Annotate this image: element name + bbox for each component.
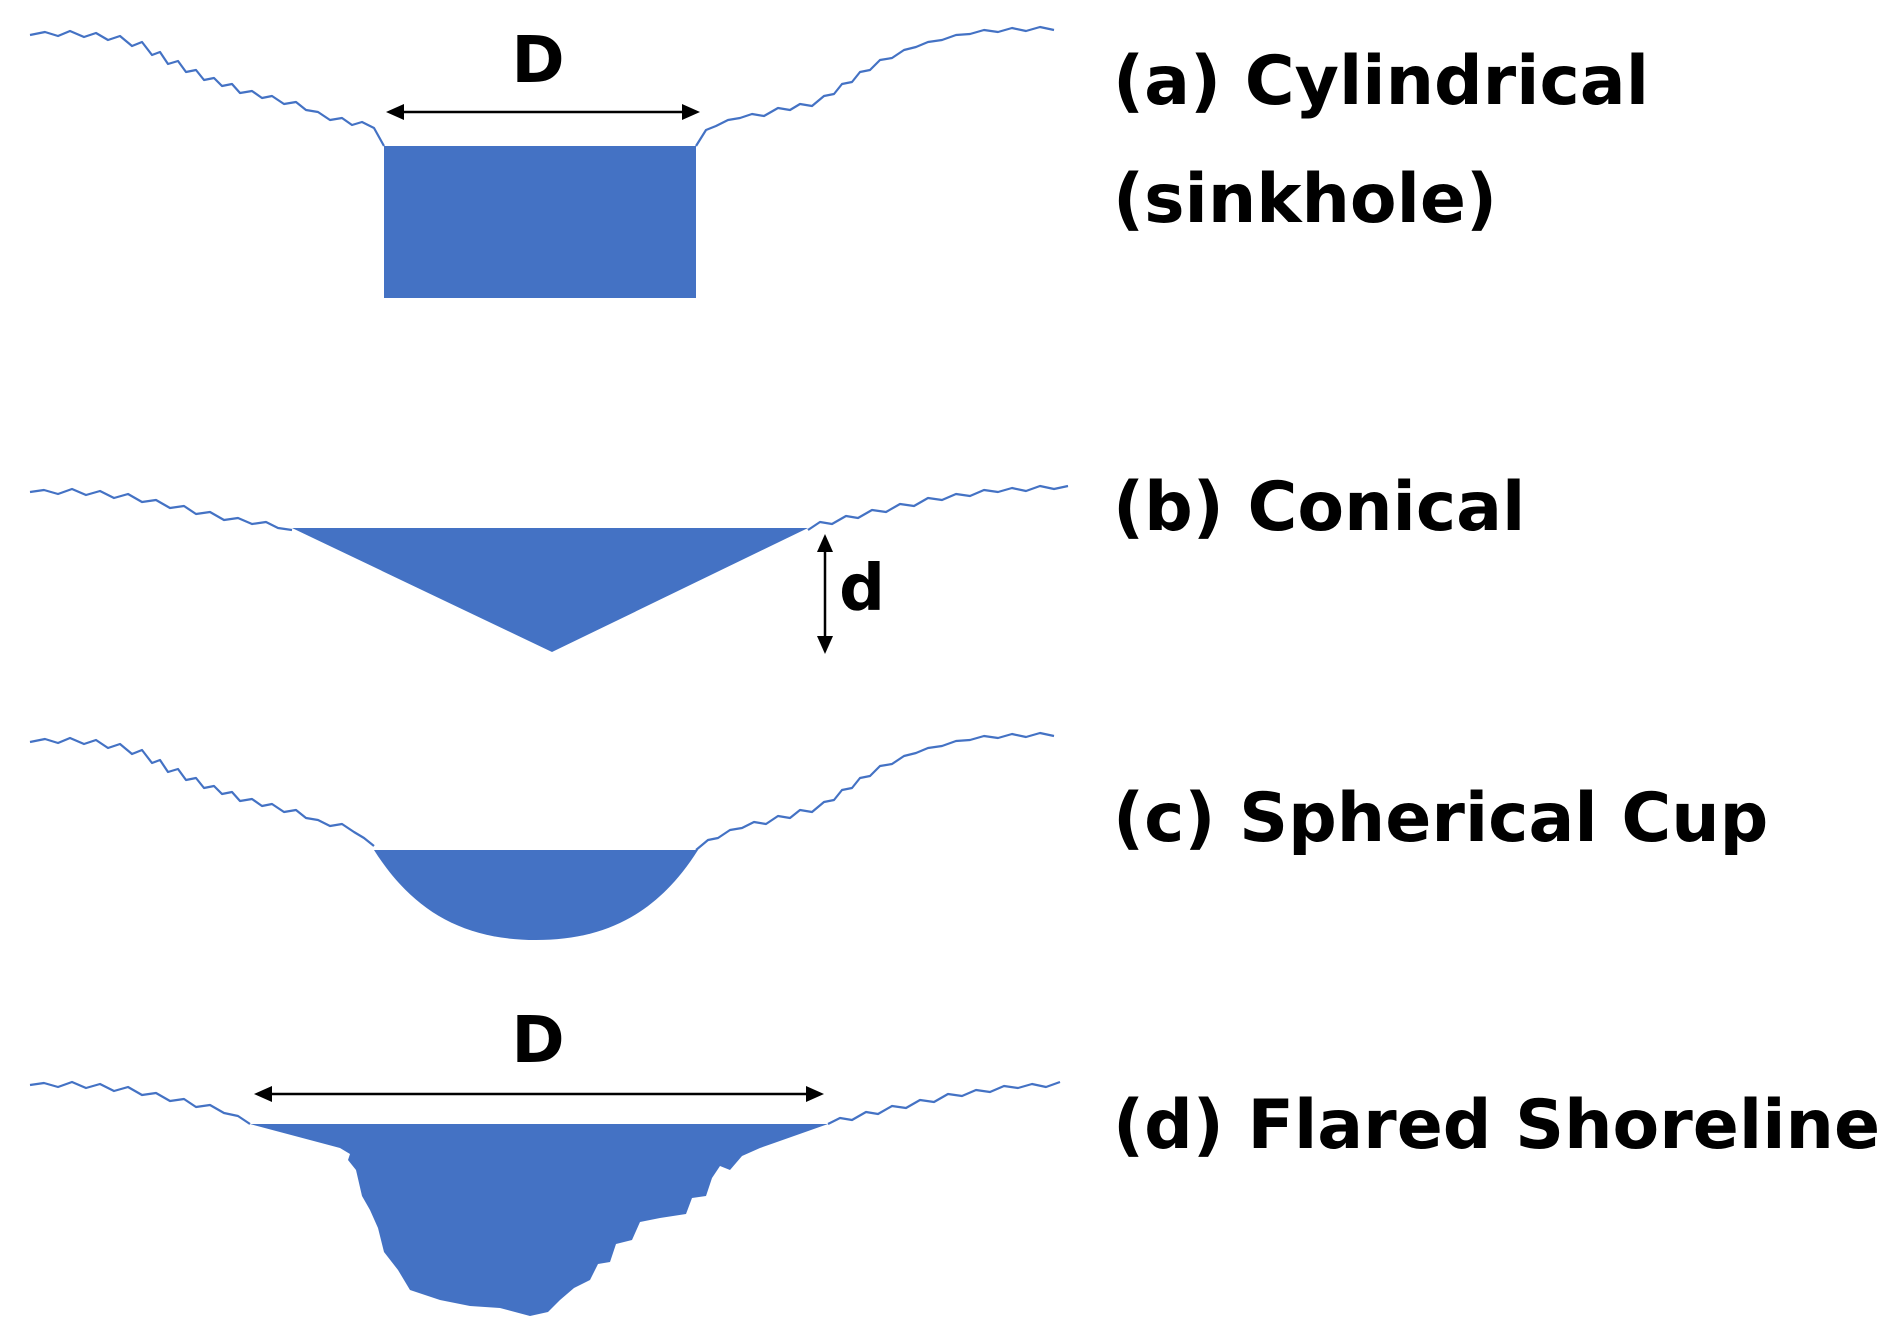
panel-a-cylindrical: D bbox=[29, 24, 1055, 298]
panel-d-title: (d) Flared Shoreline bbox=[1113, 1086, 1881, 1165]
panel-a-title: (a) Cylindrical bbox=[1113, 42, 1649, 121]
panel-a-arrowhead-right bbox=[682, 104, 700, 120]
panel-d-diameter-label: D bbox=[511, 1004, 564, 1078]
panel-d-flared-shoreline: D bbox=[29, 1004, 1061, 1316]
panel-c-shoreline-left bbox=[29, 736, 375, 847]
panel-d-arrowhead-left bbox=[254, 1086, 272, 1102]
panel-d-flared-water bbox=[250, 1124, 828, 1316]
panel-a-diameter-label: D bbox=[511, 24, 564, 98]
panel-c-spherical-cup bbox=[29, 731, 1055, 940]
panel-b-conical: d bbox=[29, 484, 1069, 654]
panel-a-cylindrical-water bbox=[384, 146, 696, 298]
panel-b-title: (b) Conical bbox=[1113, 468, 1526, 547]
panel-c-spherical-water bbox=[374, 850, 698, 940]
panel-d-shoreline-right bbox=[827, 1080, 1061, 1125]
panel-a-shoreline-right bbox=[695, 25, 1055, 147]
panel-b-arrowhead-bottom bbox=[817, 636, 833, 654]
panel-b-depth-label: d bbox=[839, 552, 885, 626]
panel-a-arrowhead-left bbox=[386, 104, 404, 120]
panel-d-shoreline-left bbox=[29, 1080, 251, 1125]
panel-a-shoreline-left bbox=[29, 29, 385, 147]
panel-b-arrowhead-top bbox=[817, 534, 833, 552]
panel-a-subtitle: (sinkhole) bbox=[1113, 160, 1498, 239]
panel-b-shoreline-left bbox=[29, 487, 293, 532]
panel-d-arrowhead-right bbox=[806, 1086, 824, 1102]
panel-c-title: (c) Spherical Cup bbox=[1113, 779, 1769, 858]
panel-c-shoreline-right bbox=[695, 731, 1055, 851]
panel-b-shoreline-right bbox=[807, 484, 1069, 531]
panel-b-conical-water bbox=[292, 528, 808, 652]
